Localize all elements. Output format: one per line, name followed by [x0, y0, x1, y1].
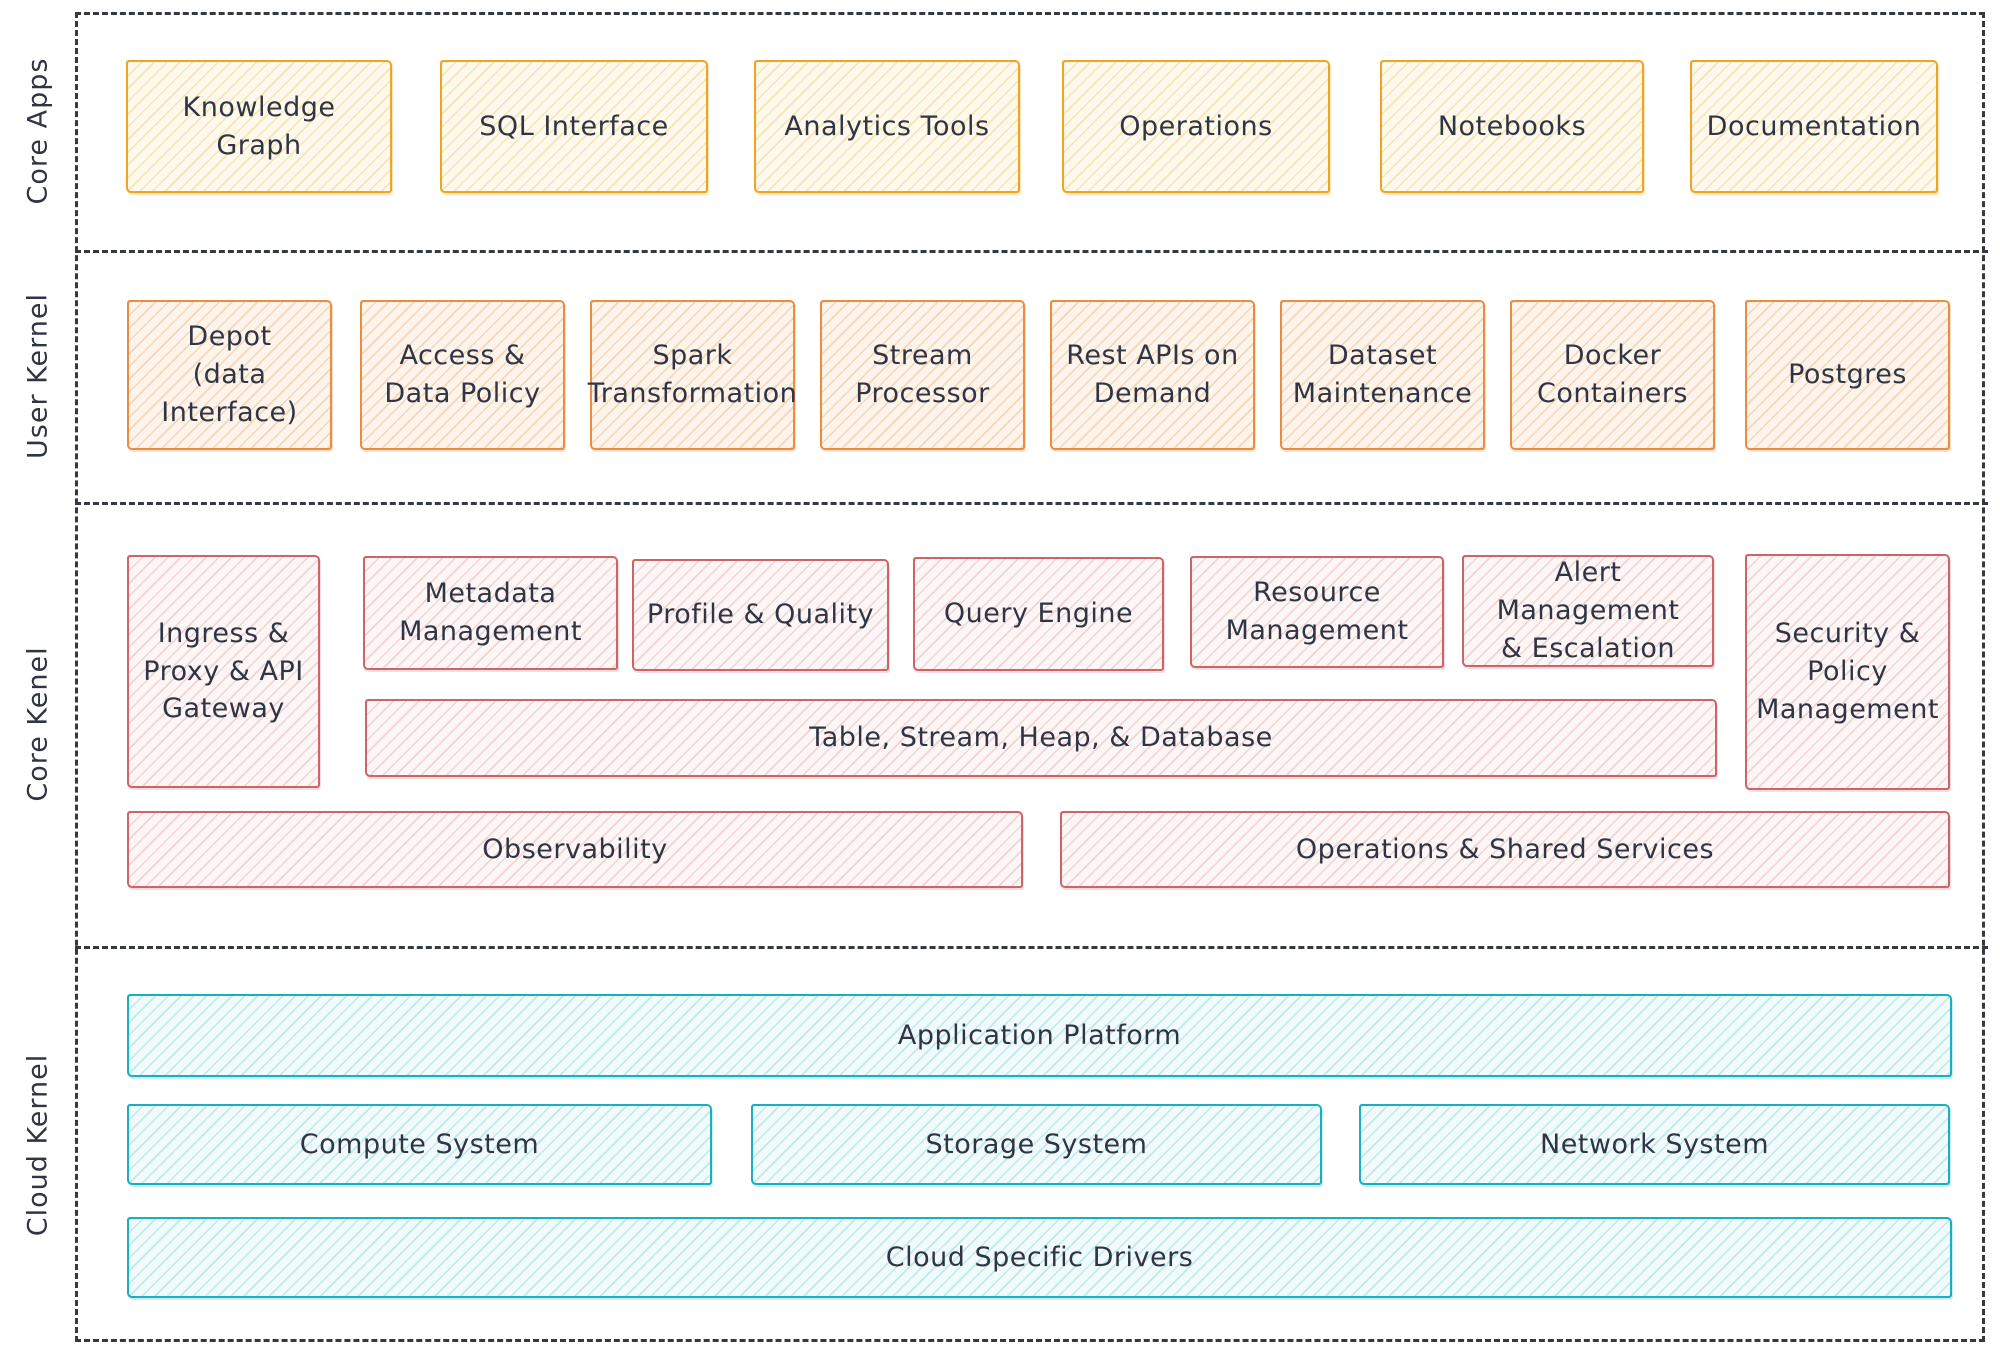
box-label: Query Engine	[943, 598, 1134, 630]
band-label-cloud-kernel: Cloud Kernel	[22, 1053, 54, 1237]
box-label: Dataset Maintenance	[1292, 340, 1473, 409]
box-label: Application Platform	[897, 1019, 1182, 1051]
box-label: Network System	[1540, 1128, 1769, 1160]
box-docker-containers: Docker Containers	[1510, 300, 1715, 450]
box-label: SQL Interface	[479, 110, 669, 142]
band-separator	[75, 250, 1988, 253]
box-label: Compute System	[299, 1128, 540, 1160]
box-label: Resource Management	[1225, 577, 1409, 646]
box-label: Access & Data Policy	[384, 340, 541, 409]
box-label: Operations	[1119, 110, 1273, 142]
box-label: Knowledge Graph	[182, 91, 336, 161]
box-network-system: Network System	[1359, 1104, 1950, 1185]
box-analytics-tools: Analytics Tools	[754, 60, 1020, 193]
box-label: Spark Transformation	[587, 340, 798, 409]
box-label: Cloud Specific Drivers	[885, 1241, 1194, 1273]
diagram-dashed-frame	[75, 12, 1985, 1342]
box-label: Security & Policy Management	[1756, 618, 1939, 725]
box-label: Rest APIs on Demand	[1066, 340, 1239, 409]
box-knowledge-graph: Knowledge Graph	[126, 60, 392, 193]
box-storage-system: Storage System	[751, 1104, 1322, 1185]
band-label-core-apps: Core Apps	[22, 57, 54, 205]
box-application-platform: Application Platform	[127, 994, 1952, 1077]
box-label: Profile & Quality	[646, 599, 875, 631]
box-rest-apis-on-demand: Rest APIs on Demand	[1050, 300, 1255, 450]
band-label-core-kernel: Core Kenel	[22, 646, 54, 802]
box-sql-interface: SQL Interface	[440, 60, 708, 193]
box-label: Alert Management & Escalation	[1496, 557, 1680, 664]
box-label: Docker Containers	[1536, 340, 1688, 409]
box-label: Metadata Management	[399, 578, 582, 647]
box-profile-quality: Profile & Quality	[632, 559, 889, 671]
box-label: Observability	[482, 833, 668, 865]
box-notebooks: Notebooks	[1380, 60, 1644, 193]
box-label: Documentation	[1706, 110, 1922, 142]
box-label: Depot (data Interface)	[161, 321, 298, 428]
box-label: Table, Stream, Heap, & Database	[809, 722, 1273, 754]
box-documentation: Documentation	[1690, 60, 1938, 193]
box-label: Analytics Tools	[784, 110, 990, 142]
box-table-stream-heap-database: Table, Stream, Heap, & Database	[365, 699, 1717, 777]
band-separator	[75, 502, 1988, 505]
box-label: Storage System	[925, 1128, 1148, 1160]
band-separator	[75, 946, 1988, 949]
box-observability: Observability	[127, 811, 1023, 888]
box-security-policy-management: Security & Policy Management	[1745, 554, 1950, 790]
box-spark-transformation: Spark Transformation	[587, 300, 798, 450]
box-operations: Operations	[1062, 60, 1330, 193]
box-label: Notebooks	[1437, 110, 1587, 142]
box-compute-system: Compute System	[127, 1104, 712, 1185]
box-label: Stream Processor	[855, 340, 990, 409]
box-operations-shared-services: Operations & Shared Services	[1060, 811, 1950, 888]
box-label: Ingress & Proxy & API Gateway	[143, 617, 304, 725]
box-depot-data-interface: Depot (data Interface)	[127, 300, 332, 450]
box-access-data-policy: Access & Data Policy	[360, 300, 565, 450]
box-label: Operations & Shared Services	[1295, 833, 1715, 865]
box-alert-management-escalation: Alert Management & Escalation	[1462, 555, 1714, 667]
box-ingress-proxy-api-gateway: Ingress & Proxy & API Gateway	[127, 555, 320, 788]
box-dataset-maintenance: Dataset Maintenance	[1280, 300, 1485, 450]
box-stream-processor: Stream Processor	[820, 300, 1025, 450]
box-query-engine: Query Engine	[913, 557, 1164, 671]
box-metadata-management: Metadata Management	[363, 556, 618, 670]
box-cloud-specific-drivers: Cloud Specific Drivers	[127, 1217, 1952, 1298]
band-label-user-kernel: User Kernel	[22, 293, 54, 459]
box-postgres: Postgres	[1745, 300, 1950, 450]
box-label: Postgres	[1788, 359, 1907, 391]
box-resource-management: Resource Management	[1190, 556, 1444, 668]
